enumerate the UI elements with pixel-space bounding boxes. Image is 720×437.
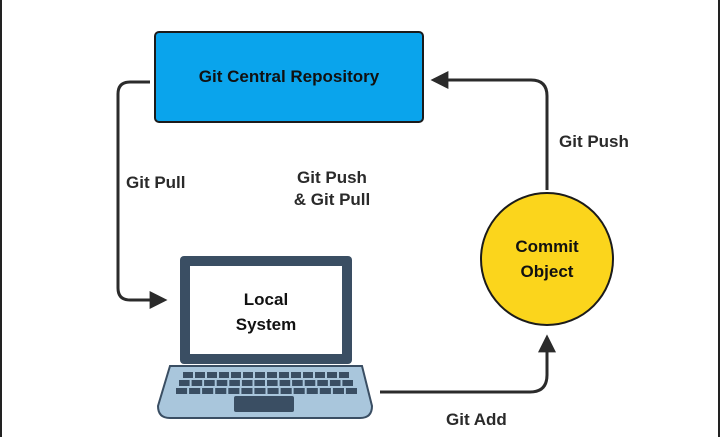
git-push-label: Git Push	[559, 132, 629, 151]
git-pull-label: Git Pull	[126, 173, 186, 192]
keyboard-key	[202, 388, 214, 394]
keyboard-key	[342, 380, 353, 386]
git-push-arrow	[430, 71, 549, 190]
keyboard-key	[229, 380, 240, 386]
keyboard-key	[329, 380, 341, 386]
keyboard-key	[327, 372, 337, 378]
keyboard-key	[304, 380, 316, 386]
keyboard-key	[292, 380, 303, 386]
keyboard-key	[241, 380, 253, 386]
keyboard-key	[319, 388, 331, 394]
keyboard-key	[176, 388, 188, 394]
keyboard-key	[267, 380, 278, 386]
keyboard-key	[219, 372, 229, 378]
commit-object-label: Commit Object	[515, 237, 579, 281]
commit-object-circle	[480, 192, 614, 326]
keyboard-key	[191, 380, 203, 386]
git-add-arrow	[380, 334, 556, 394]
keyboard-key	[179, 380, 190, 386]
laptop-icon	[156, 256, 374, 419]
left-border	[0, 0, 2, 437]
keyboard-key	[293, 388, 305, 394]
central-repository-box	[154, 31, 424, 123]
keyboard-key	[183, 372, 193, 378]
keyboard-key	[339, 372, 349, 378]
keyboard-key	[228, 388, 240, 394]
keyboard-key	[189, 388, 201, 394]
keyboard-key	[303, 372, 313, 378]
git-pull-arrow	[116, 80, 168, 309]
keyboard-key	[231, 372, 241, 378]
keyboard-key	[216, 380, 228, 386]
keyboard-key	[345, 388, 357, 394]
keyboard-key	[243, 372, 253, 378]
keyboard-key	[279, 372, 289, 378]
keyboard-key	[254, 388, 266, 394]
keyboard-key	[280, 388, 292, 394]
keyboard-key	[207, 372, 217, 378]
keyboard-key	[267, 388, 279, 394]
keyboard-key	[279, 380, 291, 386]
push-pull-annotation: Git Push & Git Pull	[293, 168, 371, 209]
keyboard-key	[315, 372, 325, 378]
keyboard-key	[241, 388, 253, 394]
right-border	[718, 0, 720, 437]
keyboard-key	[306, 388, 318, 394]
keyboard-key	[215, 388, 227, 394]
keyboard-key	[255, 372, 265, 378]
central-repository-label: Git Central Repository	[198, 67, 380, 86]
git-add-label: Git Add	[446, 410, 507, 429]
keyboard-key	[254, 380, 265, 386]
keyboard-key	[267, 372, 277, 378]
keyboard-key	[291, 372, 301, 378]
keyboard-key	[204, 380, 215, 386]
keyboard-key	[195, 372, 205, 378]
keyboard-key	[317, 380, 328, 386]
keyboard-key	[332, 388, 344, 394]
local-system-label: Local System	[235, 290, 297, 334]
